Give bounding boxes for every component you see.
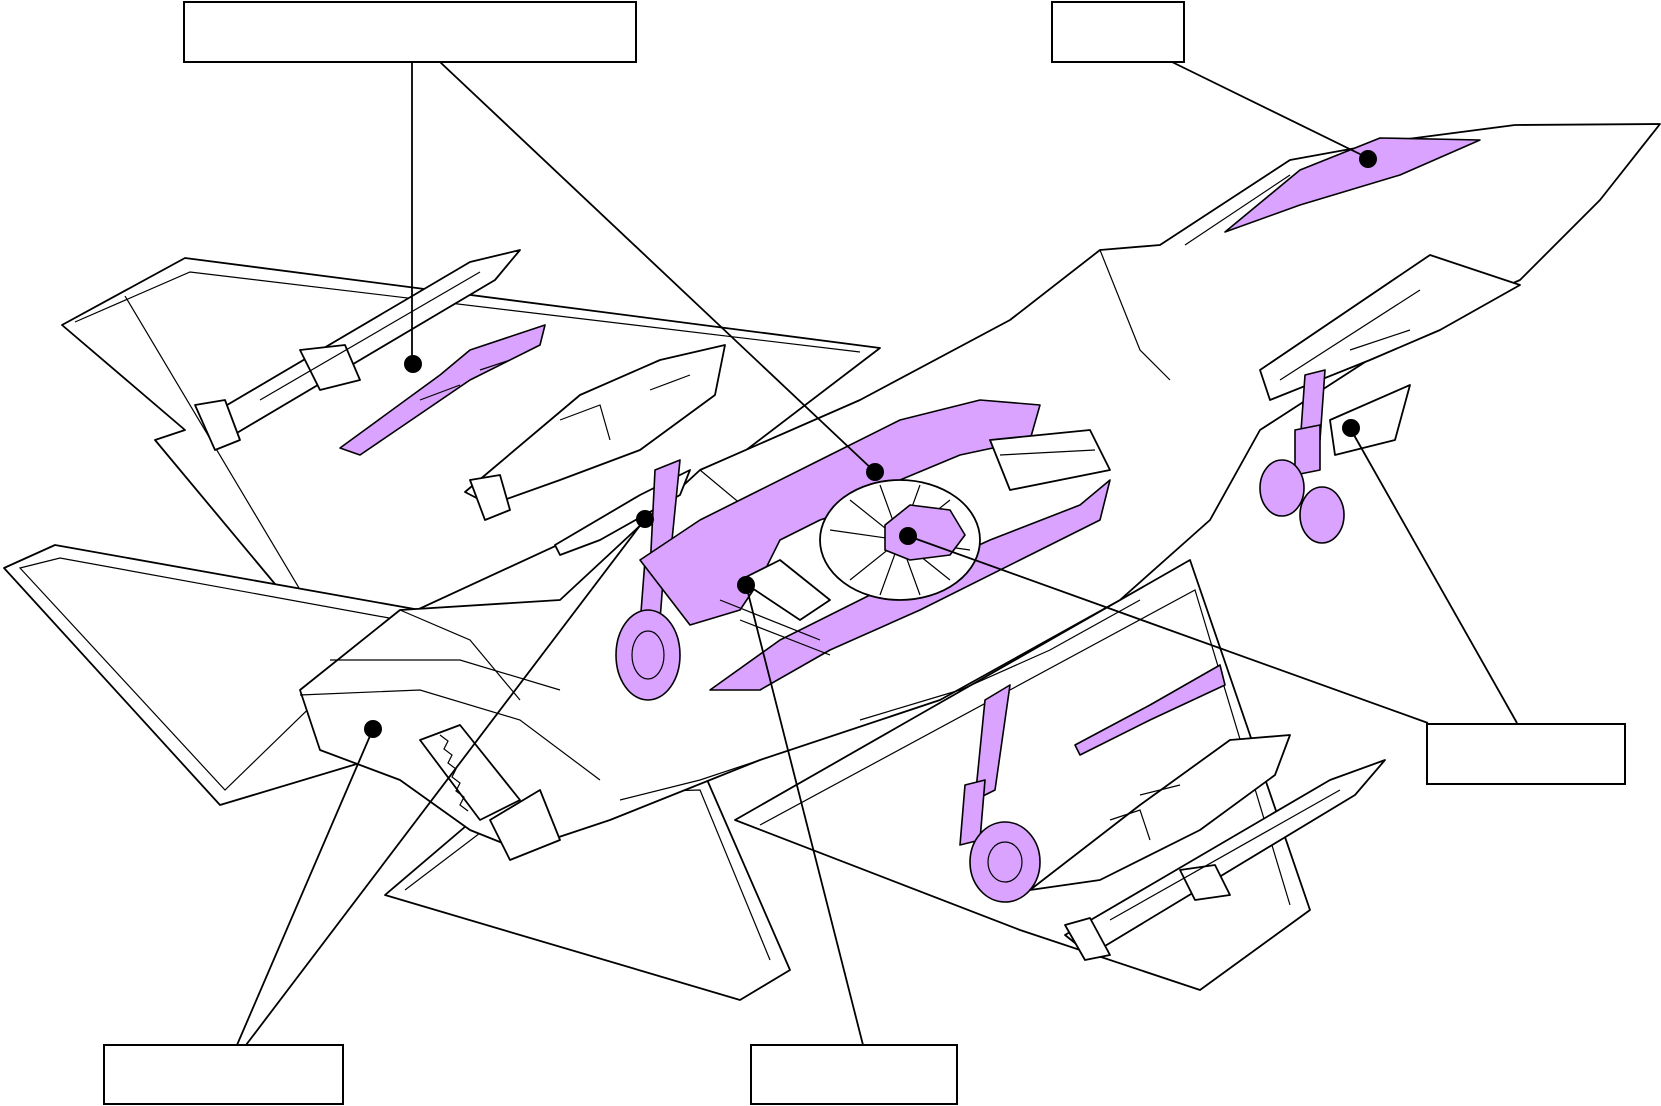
nose-landing-gear (1259, 369, 1411, 544)
nose-gear-label-box[interactable] (1426, 723, 1626, 785)
canopy (1224, 137, 1481, 233)
marker-dot (1359, 150, 1377, 168)
lower-right-fuel-tank (1029, 734, 1291, 891)
right-main-landing-gear (959, 684, 1041, 903)
marker-dot (1342, 419, 1360, 437)
leader-nozzle-b (245, 518, 646, 1046)
lower-right-missile (1064, 759, 1386, 961)
upper-left-missile (194, 249, 521, 451)
leader-intake (745, 584, 864, 1046)
leader-canopy (1171, 61, 1369, 159)
marker-dots (364, 150, 1377, 738)
leader-nose-gear (1349, 427, 1518, 724)
marker-dot (737, 576, 755, 594)
marker-dot (899, 527, 917, 545)
lower-right-pylon (1074, 664, 1226, 756)
weapon-bay-label-box[interactable] (183, 1, 637, 63)
marker-dot (404, 355, 422, 373)
canopy-label-box[interactable] (1051, 1, 1185, 63)
marker-dot (636, 510, 654, 528)
marker-dot (866, 463, 884, 481)
leader-engine-fan (907, 535, 1429, 724)
nozzle-label-box[interactable] (103, 1044, 344, 1105)
nose-bay-door (1259, 254, 1521, 401)
aircraft-drawing (3, 123, 1661, 1001)
marker-dot (364, 720, 382, 738)
upper-left-fuel-tank (464, 344, 726, 521)
engine-fan-hub (884, 504, 966, 561)
engine-fan-label-box[interactable] (750, 1044, 958, 1105)
leader-lines (236, 61, 1518, 1046)
leader-weapon-bay-b (439, 61, 876, 473)
upper-left-pylon (339, 324, 546, 456)
label-boxes (103, 1, 1626, 1105)
leader-nozzle-a (236, 728, 374, 1046)
